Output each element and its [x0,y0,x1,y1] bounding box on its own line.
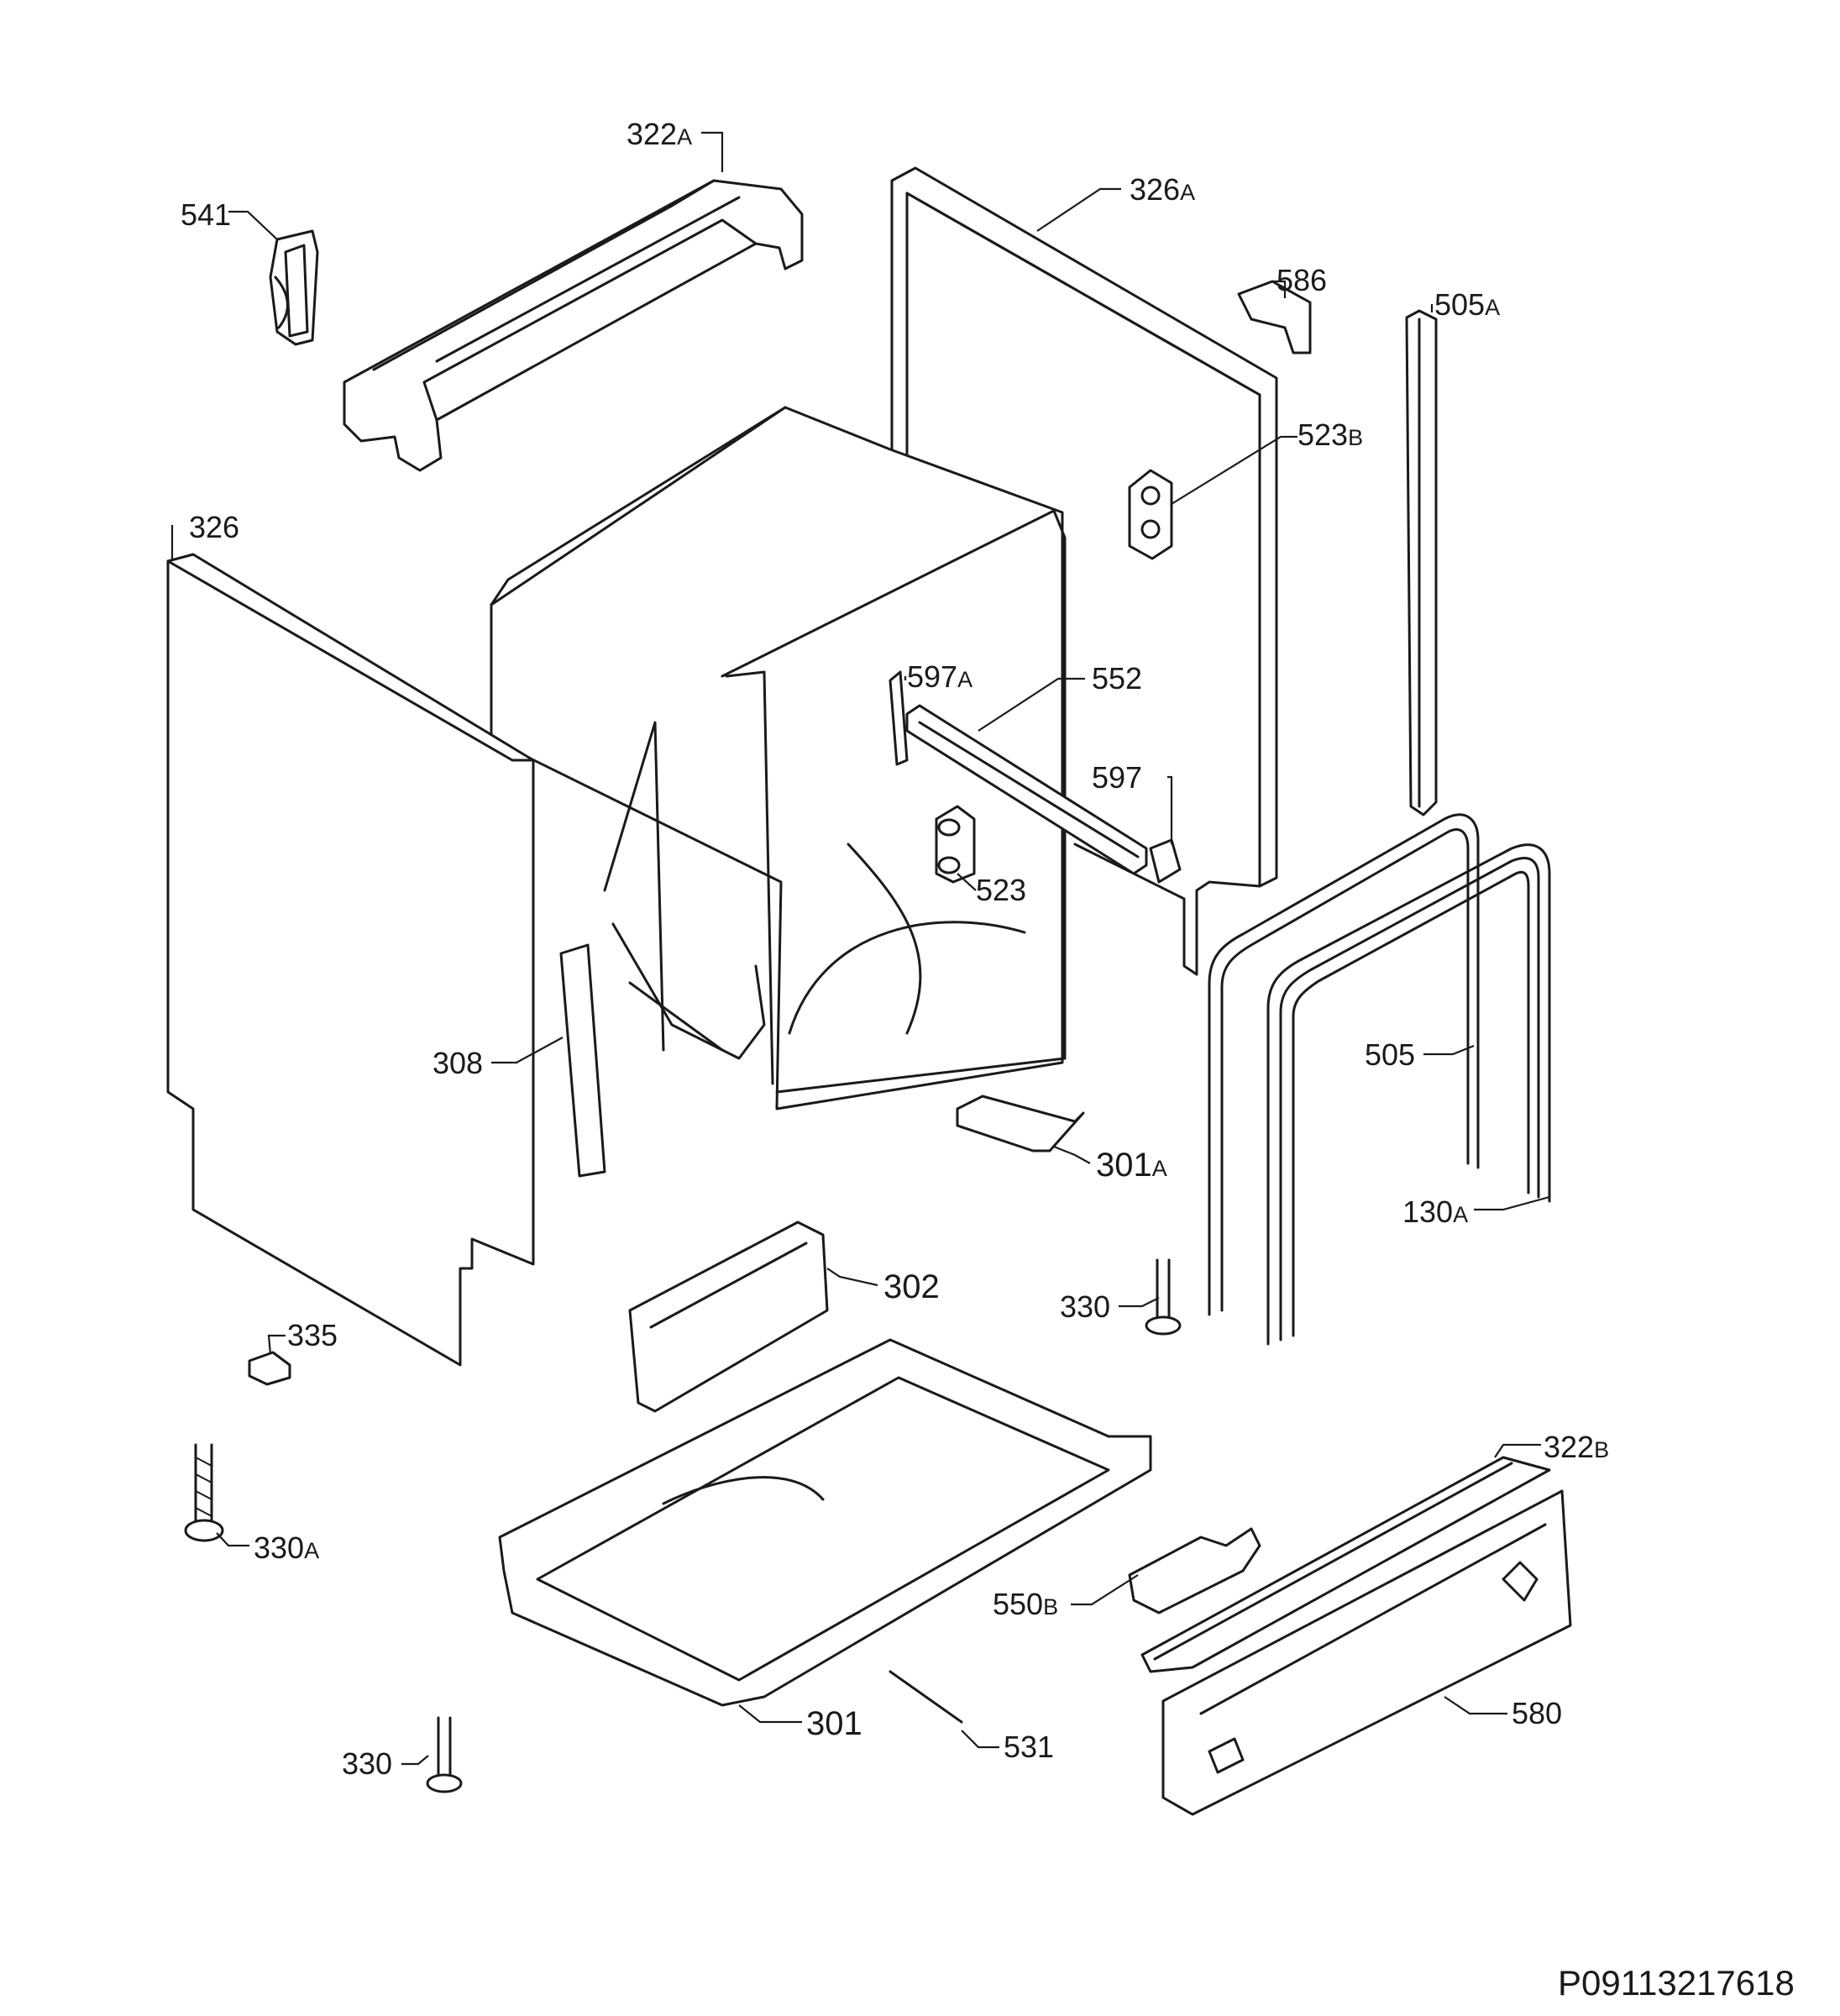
part-597a-clip [889,670,909,766]
callout-326: 326 [189,510,239,544]
callout-326a: 326A [1130,172,1195,207]
callout-330a: 330A [254,1530,319,1565]
part-335-nut [248,1351,291,1386]
part-531-wire [889,1670,963,1724]
callout-330-left: 330 [342,1746,392,1781]
callout-531: 531 [1004,1730,1054,1764]
part-308-hinge [559,721,766,1178]
part-505a-seal-strip [1405,309,1438,816]
callout-523: 523 [976,873,1026,907]
part-322b-rail [1140,1456,1551,1673]
part-523-bushing [935,805,976,884]
part-302-panel [628,1221,829,1413]
callout-523b: 523B [1297,417,1363,452]
callout-597: 597 [1092,760,1142,795]
callout-330-right: 330 [1060,1289,1110,1324]
part-330a-screw [184,1443,224,1542]
part-550b-bracket [1128,1527,1261,1614]
leader-lines [170,131,1550,1766]
callout-130a: 130A [1402,1194,1468,1229]
callout-322b: 322B [1544,1430,1609,1464]
callout-597a: 597A [907,659,972,694]
part-580-base-plate [1161,1489,1572,1816]
part-330-screw-right [1145,1258,1182,1336]
part-541-clip [269,229,319,346]
document-id: P09113217618 [1558,1963,1795,2003]
callout-505: 505 [1365,1037,1415,1072]
part-326-side-panel-left [166,553,535,1367]
part-586-bracket [1237,280,1312,354]
part-130a-door-seal [1266,843,1551,1346]
callout-301a: 301A [1096,1147,1167,1184]
callout-580: 580 [1512,1696,1562,1730]
part-301-base-frame [498,1338,1152,1707]
callout-552: 552 [1092,661,1142,696]
callout-586: 586 [1276,263,1327,297]
callout-550b: 550B [993,1587,1058,1621]
callout-322a: 322A [626,117,692,151]
part-330-screw-left [426,1716,463,1793]
callout-335: 335 [287,1318,338,1352]
part-505-door-seal [1208,813,1480,1316]
part-tub-body [490,406,1067,1110]
part-552-rail [905,704,1148,875]
callout-505a: 505A [1434,287,1500,322]
part-597-clip [1149,838,1182,884]
part-322a-top-rail [343,179,804,472]
part-301a-bracket [956,1095,1085,1152]
part-523b-grommet [1128,469,1173,560]
callout-541: 541 [181,197,231,232]
callout-308: 308 [432,1046,483,1080]
callout-301: 301 [806,1705,862,1742]
callout-302: 302 [883,1268,940,1305]
